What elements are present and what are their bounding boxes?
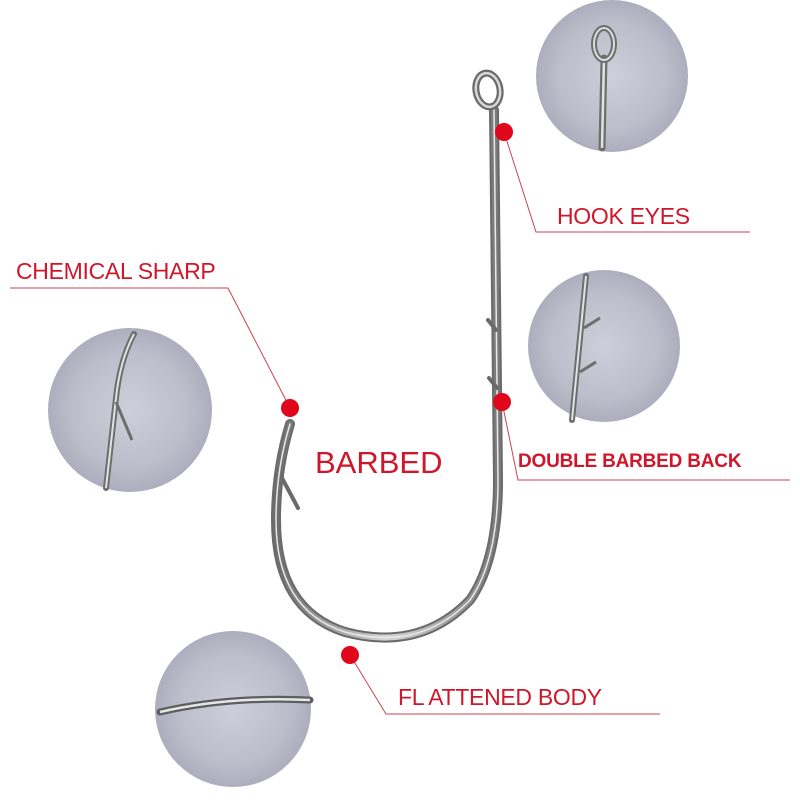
detail-circle-flattened-body: [155, 631, 314, 787]
leader-lines: [10, 131, 790, 715]
marker-dots: [281, 123, 513, 664]
leader-line-double-barbed: [501, 401, 790, 481]
marker-dot-flattened-body: [341, 646, 359, 664]
leader-line-flattened-body: [349, 654, 660, 715]
detail-circle-hook-eye: [536, 0, 688, 152]
marker-dot-double-barbed: [493, 393, 511, 411]
marker-dot-chemical-sharp: [281, 399, 299, 417]
marker-dot-hook-eyes: [495, 123, 513, 141]
label-hook-eyes: HOOK EYES: [557, 203, 690, 229]
fishing-hook: [270, 69, 504, 643]
label-double-barbed-back: DOUBLE BARBED BACK: [518, 451, 742, 472]
leader-line-hook-eyes: [503, 131, 750, 233]
detail-circle-sharp-point: [48, 328, 212, 492]
label-chemical-sharp: CHEMICAL SHARP: [16, 258, 216, 284]
label-flattened-body: FL ATTENED BODY: [398, 684, 602, 710]
leader-line-chemical-sharp: [10, 287, 291, 409]
label-barbed: BARBED: [315, 445, 443, 480]
detail-circle-double-barb: [528, 270, 680, 423]
